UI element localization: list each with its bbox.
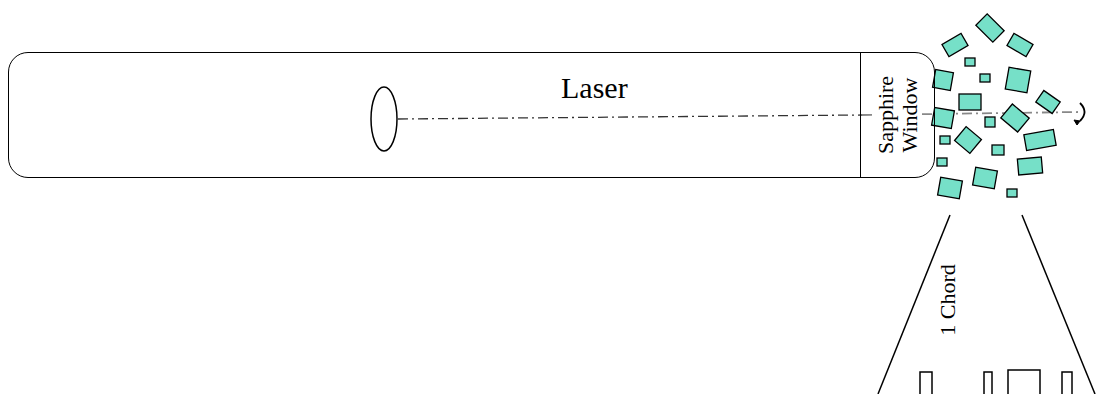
- fragment: [932, 107, 955, 128]
- fragment: [1036, 91, 1060, 114]
- fragment: [933, 70, 954, 91]
- fragment: [1024, 130, 1056, 151]
- fragment: [1007, 189, 1017, 197]
- fragment: [937, 158, 947, 166]
- rotation-arrow: [1080, 103, 1085, 121]
- fragment: [985, 117, 995, 127]
- fragment: [1017, 157, 1042, 175]
- fragment: [976, 14, 1004, 42]
- fragment: [940, 136, 950, 144]
- fragment: [965, 58, 975, 66]
- fragment: [955, 127, 982, 154]
- detector-element: [1062, 372, 1072, 394]
- fragment-cloud: [932, 14, 1061, 199]
- lens-ellipse: [371, 87, 397, 151]
- fragment: [973, 167, 998, 189]
- device-label: Laser: [561, 71, 628, 104]
- fragment: [938, 177, 963, 199]
- chord-label: 1 Chord: [936, 262, 960, 338]
- fragment: [1005, 67, 1030, 92]
- detector-element: [920, 372, 932, 394]
- fragment: [959, 94, 981, 110]
- fragment: [942, 33, 968, 56]
- fragment: [992, 145, 1004, 155]
- fragment: [1001, 104, 1029, 132]
- fragment: [980, 74, 990, 82]
- beam-line: [398, 115, 862, 119]
- window-label: Sapphire Window: [874, 66, 922, 164]
- fragment: [1007, 33, 1033, 56]
- chord-cone-line: [1022, 215, 1095, 394]
- detector-element: [984, 372, 992, 394]
- detector-element: [1008, 370, 1040, 394]
- rotation-arrowhead: [1074, 120, 1080, 125]
- sapphire-window: Sapphire Window: [860, 52, 935, 178]
- laser-housing: Sapphire Window Laser: [8, 52, 935, 178]
